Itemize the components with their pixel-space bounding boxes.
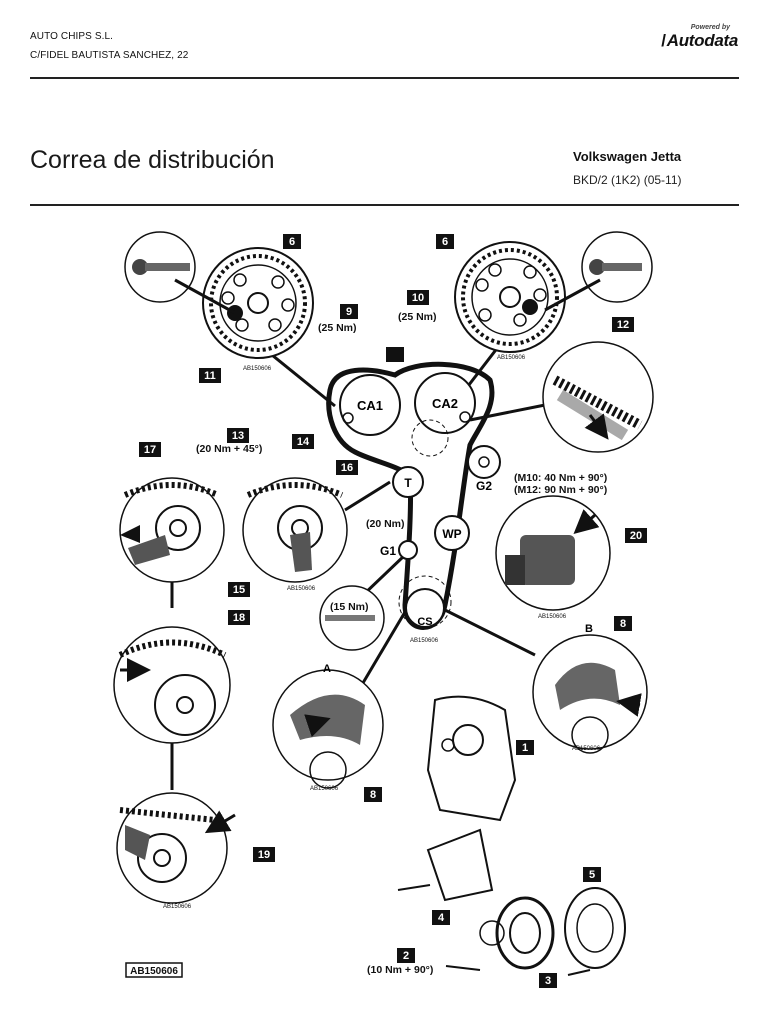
label-a: A	[323, 663, 331, 675]
callout-9: 9	[346, 306, 352, 318]
label-t: T	[404, 476, 412, 490]
pulley-ca2: CA2	[414, 372, 476, 434]
torque-2: (10 Nm + 90°)	[367, 964, 433, 976]
ref-small-1: AB150606	[243, 366, 272, 372]
callout-1: 1	[522, 742, 528, 754]
ref-small-4: AB150606	[410, 638, 439, 644]
callout-19: 19	[258, 849, 270, 861]
ref-small-3: AB150606	[287, 586, 316, 592]
torque-9: (25 Nm)	[318, 322, 357, 334]
pulley-g2: G2	[467, 445, 501, 493]
company-address: C/FIDEL BAUTISTA SANCHEZ, 22	[30, 50, 189, 61]
callout-13: 13	[232, 430, 244, 442]
torque-g2-m10: (M10: 40 Nm + 90°)	[514, 472, 607, 484]
autodata-slash-icon: /	[661, 31, 666, 50]
ref-code-box: AB150606	[125, 962, 183, 978]
ref-small-5: AB150606	[538, 614, 567, 620]
torque-10: (25 Nm)	[398, 311, 437, 323]
pulley-g1: G1	[380, 540, 418, 560]
label-ca2: CA2	[432, 396, 458, 411]
tensioner-inset-19	[116, 792, 236, 904]
detail-b: B	[532, 623, 648, 754]
callout-4: 4	[438, 912, 445, 924]
detail-ca2-mark	[542, 341, 654, 453]
autodata-logo: Powered by /Autodata	[661, 24, 738, 51]
pulley-cs: CS	[398, 575, 452, 629]
company-name: AUTO CHIPS S.L.	[30, 31, 114, 42]
callout-3: 3	[545, 975, 551, 987]
callout-6b: 6	[442, 236, 448, 248]
pulley-t: T	[392, 466, 424, 498]
pulley-wp: WP	[434, 515, 470, 551]
callout-8a: 8	[370, 789, 376, 801]
callout-6a: 6	[289, 236, 295, 248]
company-info: AUTO CHIPS S.L. C/FIDEL BAUTISTA SANCHEZ…	[30, 27, 188, 65]
tensioner-inset-14	[242, 477, 348, 583]
torque-g1-bolt: (15 Nm)	[330, 601, 369, 613]
bolt-15nm	[319, 585, 385, 651]
detail-a: A	[272, 663, 384, 789]
camshaft-gear-right	[454, 241, 566, 353]
label-g1: G1	[380, 544, 396, 558]
ref-code: AB150606	[130, 966, 178, 977]
callout-11: 11	[204, 370, 216, 382]
pulley-ca1: CA1	[339, 374, 401, 436]
label-g2: G2	[476, 479, 492, 493]
powered-by-label: Powered by	[690, 24, 730, 31]
header-divider	[30, 77, 739, 79]
vehicle-info: Volkswagen Jetta BKD/2 (1K2) (05-11)	[573, 149, 682, 187]
locking-pin-left	[124, 231, 196, 303]
callout-2: 2	[403, 950, 409, 962]
label-b: B	[585, 623, 593, 635]
torque-g1: (20 Nm)	[366, 518, 405, 530]
label-wp: WP	[442, 527, 461, 541]
torque-g2-m12: (M12: 90 Nm + 90°)	[514, 484, 607, 496]
ref-small-2: AB150606	[497, 355, 526, 361]
label-cs: CS	[417, 616, 432, 628]
crankshaft-pulley	[479, 896, 555, 970]
callout-8b: 8	[620, 618, 626, 630]
callout-10: 10	[412, 292, 424, 304]
locking-pin-right	[581, 231, 653, 303]
brand-name: Autodata	[666, 31, 739, 50]
page-title: Correa de distribución	[30, 146, 275, 174]
tensioner-inset-18	[113, 626, 231, 744]
tensioner-inset-17	[119, 477, 225, 583]
callout-18: 18	[233, 612, 245, 624]
ref-small-6: AB150606	[310, 786, 339, 792]
engine-code: BKD/2 (1K2) (05-11)	[573, 173, 682, 187]
callout-16: 16	[341, 462, 353, 474]
diagram-labels: 6 6 9 10 11 12 8 13 17 14 16 15 20 18 8 …	[125, 234, 647, 988]
title-divider	[30, 204, 739, 206]
callout-12: 12	[617, 319, 629, 331]
vehicle-model: Volkswagen Jetta	[573, 149, 682, 164]
crankshaft-cover	[564, 887, 626, 969]
timing-belt-diagram: CA1 CA2 T G2 WP G1 CS	[113, 231, 654, 976]
timing-cover-upper	[426, 695, 517, 822]
label-ca1: CA1	[357, 398, 383, 413]
timing-cover-lower	[397, 828, 494, 902]
detail-cam-sensor	[495, 495, 611, 611]
callout-20: 20	[630, 530, 642, 542]
torque-13: (20 Nm + 45°)	[196, 443, 262, 455]
callout-15: 15	[233, 584, 245, 596]
callout-17: 17	[144, 444, 156, 456]
ref-small-8: AB150606	[163, 904, 192, 910]
callout-5: 5	[589, 869, 595, 881]
callout-14: 14	[297, 436, 310, 448]
ref-small-7: AB150606	[572, 746, 601, 752]
